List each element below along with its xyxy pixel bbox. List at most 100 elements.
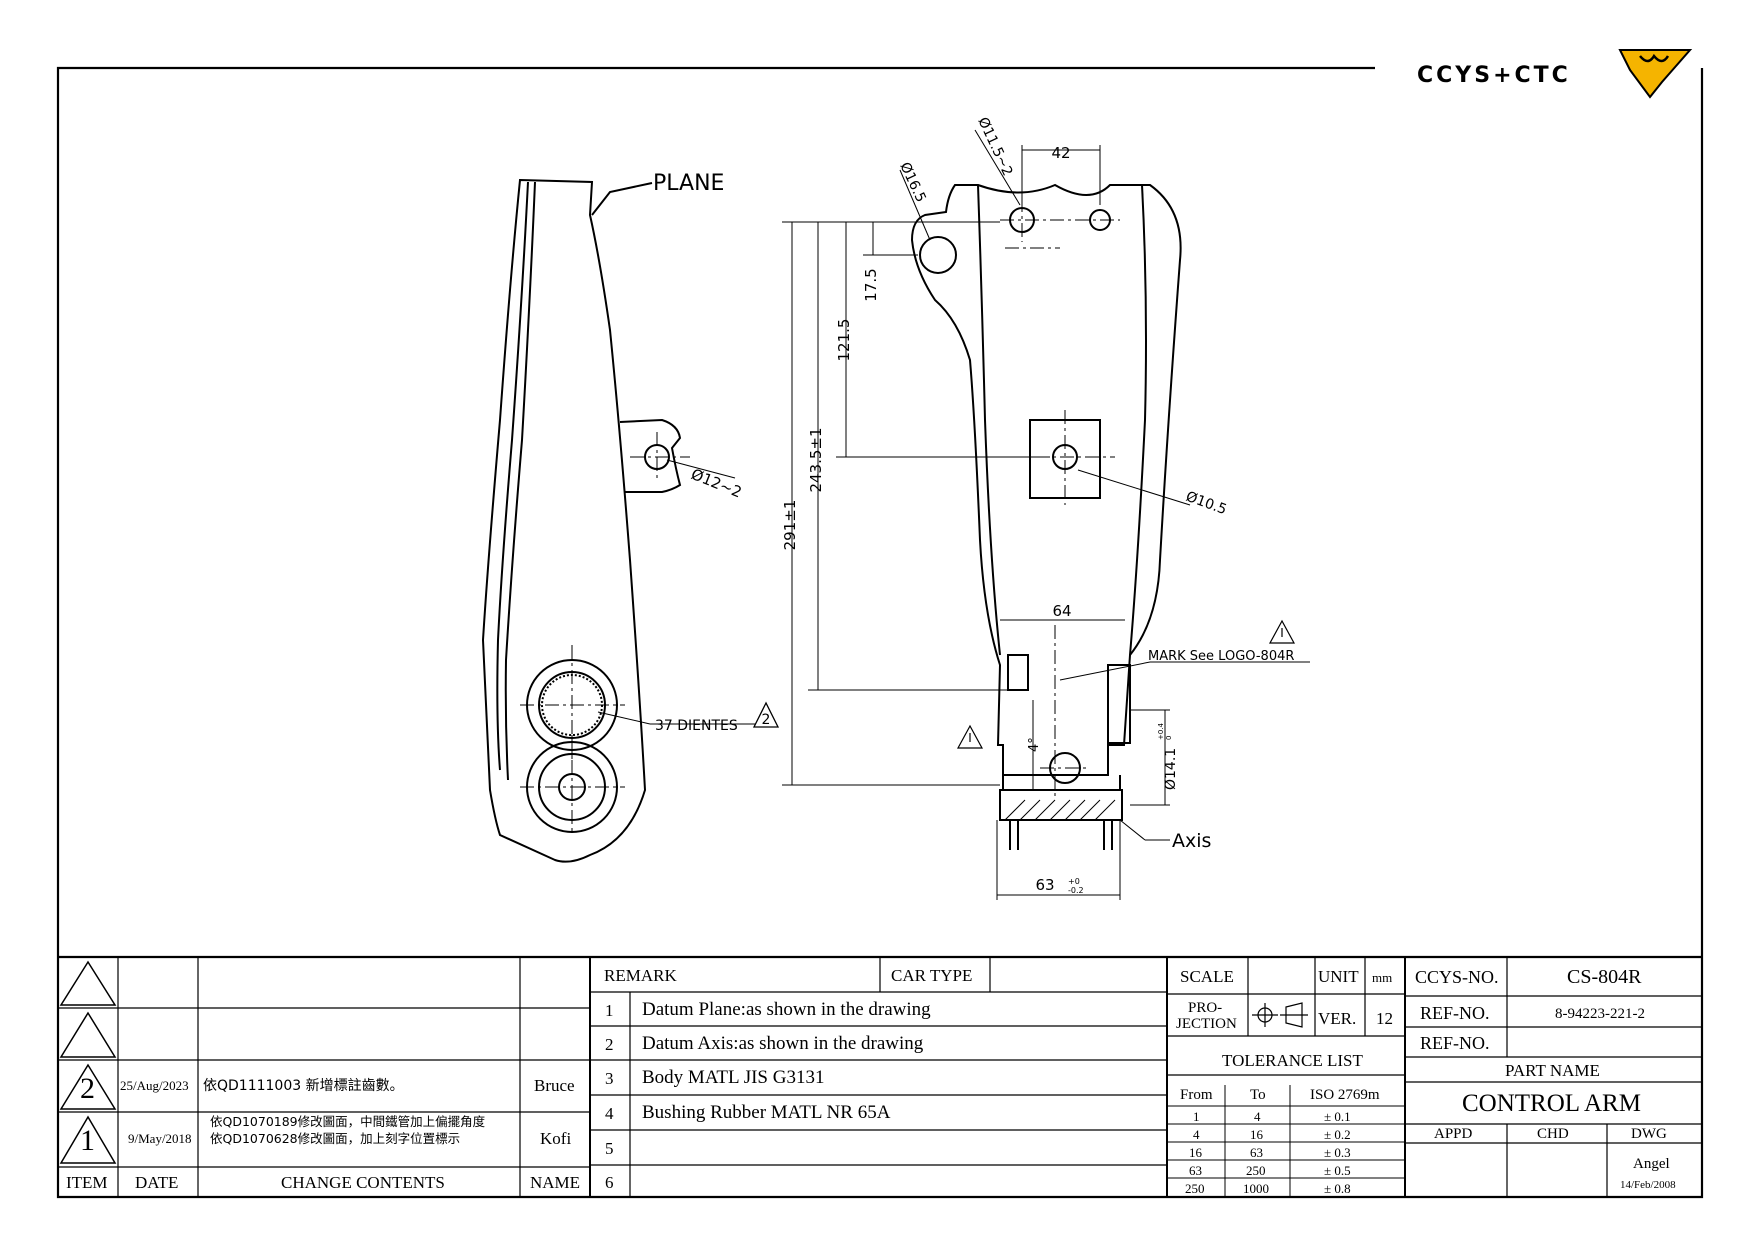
dim-angle: 4° xyxy=(1027,737,1042,752)
ccys-no-value: CS-804R xyxy=(1567,966,1642,988)
remark-no-6: 6 xyxy=(605,1173,614,1192)
title-block-grid xyxy=(58,955,1702,1197)
dim-64: 64 xyxy=(1052,602,1071,620)
remark-text-3: Body MATL JIS G3131 xyxy=(642,1067,825,1088)
rev-triangle-2 xyxy=(752,701,780,728)
dim-42: 42 xyxy=(1051,144,1070,162)
rev-date-1: 9/May/2018 xyxy=(128,1131,192,1146)
front-view-centerlines xyxy=(1000,198,1120,800)
plane-label: PLANE xyxy=(653,171,724,196)
axis-label: Axis xyxy=(1172,830,1211,852)
part-name-value: CONTROL ARM xyxy=(1462,1090,1641,1117)
tol-iso-1: ± 0.1 xyxy=(1324,1109,1351,1124)
dimension-lines xyxy=(782,129,1310,900)
ver-value: 12 xyxy=(1376,1009,1393,1028)
remark-no-2: 2 xyxy=(605,1035,614,1054)
front-view xyxy=(910,183,1182,850)
remark-text-4: Bushing Rubber MATL NR 65A xyxy=(642,1102,891,1123)
rev-header-date: DATE xyxy=(135,1173,179,1192)
tol-from-3: 16 xyxy=(1189,1145,1202,1160)
tol-from-1: 1 xyxy=(1193,1109,1200,1124)
remark-no-3: 3 xyxy=(605,1069,614,1088)
projection-symbol xyxy=(1252,1002,1308,1028)
tol-to-2: 16 xyxy=(1250,1127,1263,1142)
dim-121-5: 121.5 xyxy=(835,319,853,362)
rev-content-1b: 依QD1070628修改圖面，加上刻字位置標示 xyxy=(210,1131,461,1146)
dim-63-tol-lower: -0.2 xyxy=(1068,886,1084,895)
car-type-label: CAR TYPE xyxy=(891,966,973,985)
rev-header-content: CHANGE CONTENTS xyxy=(281,1173,445,1192)
rev-content-2: 依QD1111003 新增標註齒數。 xyxy=(203,1078,404,1094)
tol-from-2: 4 xyxy=(1193,1127,1200,1142)
dwg-name: Angel xyxy=(1633,1156,1670,1172)
sheet-border xyxy=(56,66,1704,1199)
remark-no-4: 4 xyxy=(605,1104,614,1123)
bushing-hatch xyxy=(1004,799,1116,821)
tol-to-3: 63 xyxy=(1250,1145,1263,1160)
tol-to-1: 4 xyxy=(1254,1109,1261,1124)
remark-no-1: 1 xyxy=(605,1001,614,1020)
side-view-leaders xyxy=(597,459,755,725)
rev-name-2: Bruce xyxy=(534,1076,575,1095)
projection-label-1: PRO- xyxy=(1188,1000,1223,1016)
dim-17-5: 17.5 xyxy=(862,268,880,301)
tol-from-5: 250 xyxy=(1185,1181,1205,1196)
lug-hole-dia: Ø12~2 xyxy=(689,465,745,502)
teeth-rev-number: 2 xyxy=(762,712,771,728)
dia-14-1-tol-upper: +0.4 xyxy=(1157,722,1165,740)
ref-no-value-1: 8-94223-221-2 xyxy=(1555,1006,1645,1022)
appd-label: APPD xyxy=(1434,1126,1473,1142)
tolerance-header-iso: ISO 2769m xyxy=(1310,1087,1380,1103)
rev-date-2: 25/Aug/2023 xyxy=(120,1078,189,1093)
rev-item-1: 1 xyxy=(80,1124,95,1157)
projection-label-2: JECTION xyxy=(1176,1016,1237,1032)
rev-item-2: 2 xyxy=(80,1072,95,1105)
scale-label: SCALE xyxy=(1180,967,1234,986)
dia-14-1: Ø14.1 xyxy=(1163,748,1179,790)
unit-value: mm xyxy=(1372,970,1393,985)
tol-to-4: 250 xyxy=(1246,1163,1266,1178)
ref-no-label-1: REF-NO. xyxy=(1420,1003,1490,1023)
rev-name-1: Kofi xyxy=(540,1129,572,1148)
dim-63: 63 xyxy=(1035,876,1054,894)
mark-note: MARK See LOGO-804R xyxy=(1148,649,1294,664)
side-view xyxy=(481,178,682,863)
logo-text: CCYS+CTC xyxy=(1417,63,1571,88)
remark-header: REMARK xyxy=(604,966,677,985)
remark-no-5: 5 xyxy=(605,1139,614,1158)
unit-label: UNIT xyxy=(1318,967,1359,986)
part-name-label: PART NAME xyxy=(1505,1061,1600,1080)
rev-header-item: ITEM xyxy=(66,1173,108,1192)
tolerance-header-from: From xyxy=(1180,1087,1213,1103)
remark-text-1: Datum Plane:as shown in the drawing xyxy=(642,999,931,1020)
dim-243-5: 243.5±1 xyxy=(807,427,825,492)
dia-11-5: Ø11.5~2 xyxy=(974,115,1015,179)
tol-from-4: 63 xyxy=(1189,1163,1202,1178)
dim-63-tol-upper: +0 xyxy=(1068,877,1080,886)
dwg-label: DWG xyxy=(1631,1126,1667,1142)
rev-header-name: NAME xyxy=(530,1173,581,1192)
tolerance-title: TOLERANCE LIST xyxy=(1222,1051,1363,1070)
dia-14-1-tol-lower: 0 xyxy=(1165,736,1173,740)
dwg-date: 14/Feb/2008 xyxy=(1620,1179,1676,1191)
dim-291: 291±1 xyxy=(781,500,799,551)
tol-to-5: 1000 xyxy=(1243,1181,1269,1196)
rev-content-1a: 依QD1070189修改圖面，中間鐵管加上偏擺角度 xyxy=(210,1114,486,1129)
dia-16-5: Ø16.5 xyxy=(896,160,928,205)
tol-iso-5: ± 0.8 xyxy=(1324,1181,1351,1196)
tol-iso-3: ± 0.3 xyxy=(1324,1145,1351,1160)
company-logo: CCYS+CTC xyxy=(1417,49,1693,99)
chd-label: CHD xyxy=(1537,1126,1569,1142)
tol-iso-2: ± 0.2 xyxy=(1324,1127,1351,1142)
tol-iso-4: ± 0.5 xyxy=(1324,1163,1351,1178)
dia-10-5: Ø10.5 xyxy=(1184,489,1229,518)
remark-text-2: Datum Axis:as shown in the drawing xyxy=(642,1033,924,1054)
ver-label: VER. xyxy=(1318,1009,1357,1028)
ref-no-label-2: REF-NO. xyxy=(1420,1033,1490,1053)
teeth-note: 37 DIENTES xyxy=(655,718,738,734)
warning-marks xyxy=(956,619,1296,749)
ccys-no-label: CCYS-NO. xyxy=(1415,967,1499,987)
tolerance-header-to: To xyxy=(1250,1087,1266,1103)
